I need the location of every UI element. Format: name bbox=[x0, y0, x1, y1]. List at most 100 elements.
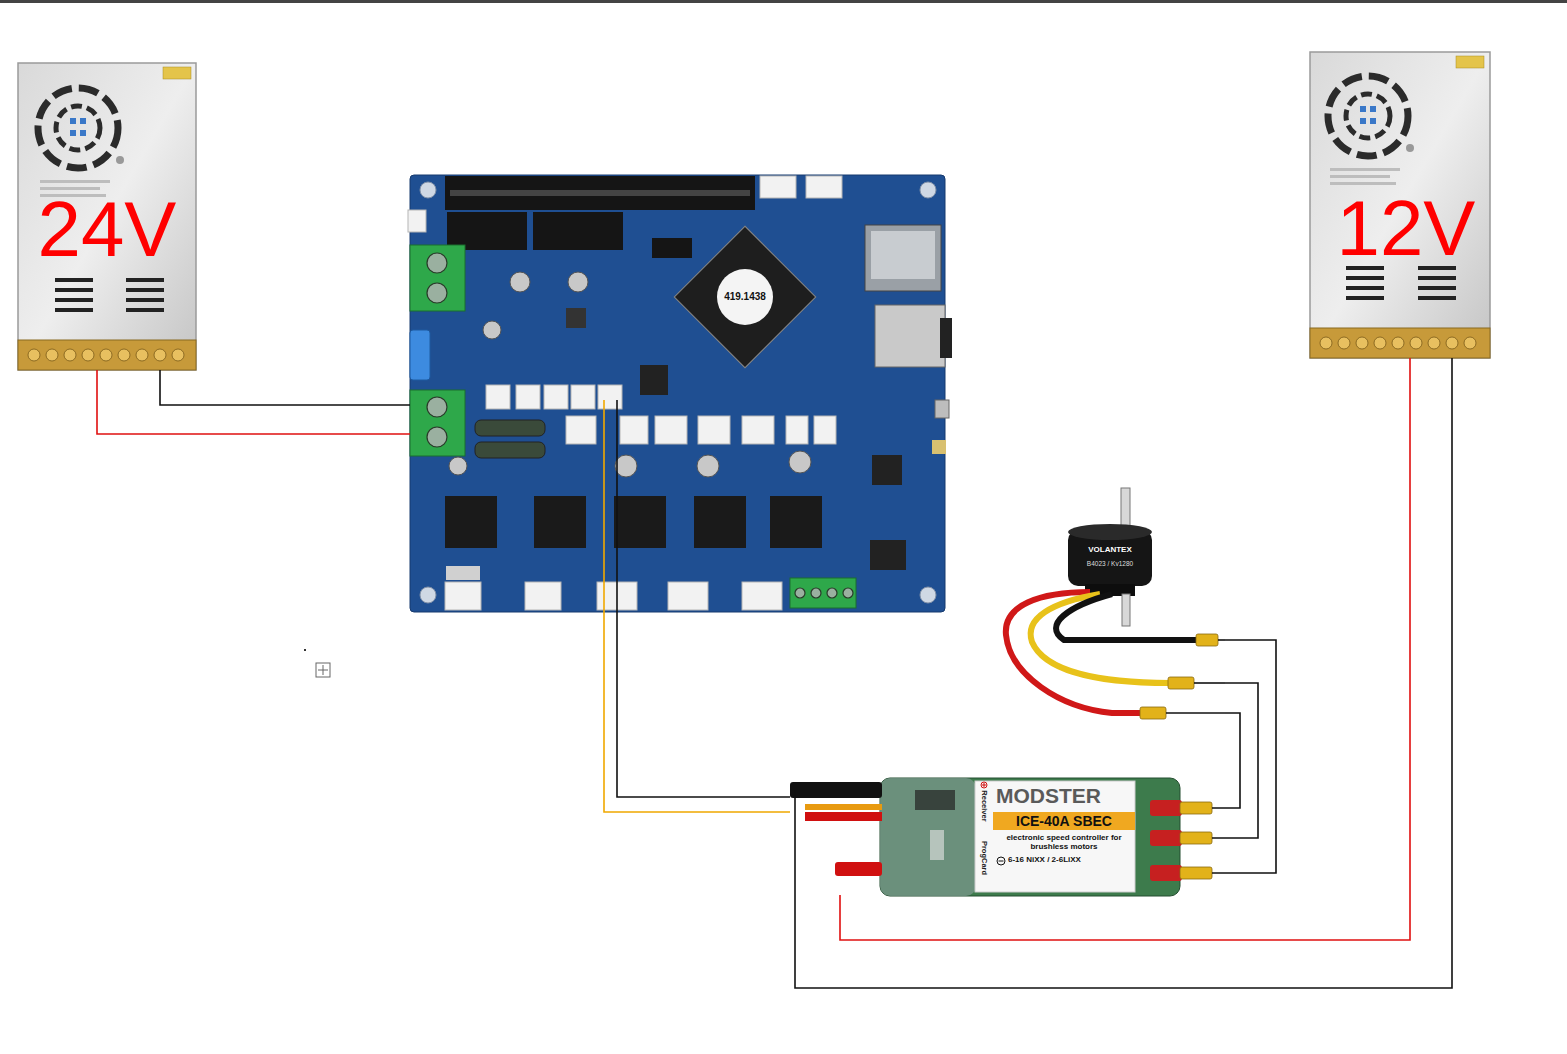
power-supply-24v bbox=[100, 349, 112, 361]
controller-board bbox=[614, 496, 666, 548]
controller-board bbox=[410, 330, 430, 380]
speed-controller bbox=[1150, 800, 1182, 881]
power-supply-24v bbox=[126, 288, 164, 292]
speed-controller bbox=[999, 861, 1004, 862]
power-supply-24v bbox=[126, 308, 164, 312]
controller-board bbox=[694, 496, 746, 548]
speed-controller: MODSTERICE-40A SBECelectronic speed cont… bbox=[790, 775, 1212, 895]
controller-board bbox=[940, 318, 952, 358]
speed-controller bbox=[1150, 800, 1182, 816]
power-supply-24v bbox=[80, 130, 86, 136]
controller-board bbox=[408, 175, 952, 612]
power-supply-12v bbox=[1338, 337, 1350, 349]
power-supply-12v bbox=[1374, 337, 1386, 349]
power-supply-12v bbox=[1410, 337, 1422, 349]
brushless-motor bbox=[1140, 707, 1166, 719]
controller-board bbox=[640, 365, 668, 395]
controller-board bbox=[408, 176, 842, 610]
power-supply: 24V bbox=[18, 63, 196, 370]
power-supply-24v bbox=[70, 130, 76, 136]
chip-label: 419.1438 bbox=[724, 292, 766, 302]
power-supply-12v bbox=[1320, 337, 1332, 349]
controller-board bbox=[843, 588, 853, 598]
brushless-motor bbox=[1056, 594, 1200, 640]
power-supply-24v bbox=[55, 308, 93, 312]
brand-label: MODSTER bbox=[996, 785, 1101, 806]
power-supply-12v bbox=[1360, 106, 1366, 112]
power-supply-24v bbox=[55, 298, 93, 302]
power-supply-24v bbox=[136, 349, 148, 361]
wire bbox=[604, 612, 790, 812]
brushless-motor bbox=[1218, 639, 1225, 641]
brushless-motor bbox=[1196, 634, 1218, 646]
controller-board bbox=[566, 416, 596, 444]
power-supply-24v bbox=[80, 118, 86, 124]
stray-mark bbox=[304, 649, 306, 651]
power-supply-24v bbox=[18, 63, 196, 370]
speed-controller bbox=[805, 812, 882, 821]
controller-board bbox=[598, 385, 622, 409]
speed-controller bbox=[794, 790, 796, 895]
brushless-motor bbox=[1006, 488, 1225, 719]
controller-board bbox=[620, 416, 648, 444]
power-supply-12v bbox=[1406, 144, 1414, 152]
controller-board bbox=[486, 385, 510, 409]
controller-board bbox=[475, 442, 545, 458]
controller-board bbox=[786, 416, 808, 444]
power-supply-24v bbox=[28, 349, 40, 361]
wire bbox=[97, 370, 410, 434]
controller-board bbox=[571, 385, 595, 409]
power-supply-12v bbox=[1346, 266, 1456, 300]
controller-board bbox=[655, 416, 687, 444]
controller-board bbox=[920, 587, 936, 603]
power-supply-12v bbox=[1310, 52, 1490, 358]
controller-board bbox=[920, 182, 936, 198]
controller-board bbox=[447, 212, 527, 250]
speed-controller bbox=[835, 862, 882, 876]
controller-board bbox=[446, 566, 480, 580]
controller-board bbox=[742, 416, 774, 444]
brushless-motor: VOLANTEXB4023 / Kv1280 bbox=[1000, 488, 1225, 723]
controller-board bbox=[760, 176, 796, 198]
power-supply-12v bbox=[1356, 337, 1368, 349]
power-supply-24v bbox=[18, 63, 196, 370]
power-supply-12v bbox=[1360, 118, 1366, 124]
controller-board bbox=[525, 582, 561, 610]
wire bbox=[795, 358, 1452, 988]
brushless-motor bbox=[1194, 682, 1225, 684]
brushless-motor bbox=[1122, 594, 1130, 626]
controller-board bbox=[652, 238, 692, 258]
brushless-motor bbox=[1166, 640, 1225, 713]
power-supply-24v bbox=[55, 288, 93, 292]
power-supply-24v bbox=[70, 118, 76, 124]
speed-controller bbox=[1180, 802, 1212, 814]
power-supply-24v bbox=[56, 106, 100, 150]
controller-board bbox=[445, 582, 481, 610]
power-supply-12v bbox=[1346, 94, 1390, 138]
port-label: ProgCard bbox=[980, 841, 988, 875]
controller-board bbox=[410, 175, 945, 612]
power-supply-12v bbox=[1346, 286, 1384, 290]
wire bbox=[617, 612, 790, 797]
controller-board bbox=[717, 269, 773, 325]
controller-board bbox=[790, 578, 856, 608]
controller-board bbox=[410, 245, 465, 311]
speed-controller bbox=[930, 830, 944, 860]
speed-controller bbox=[790, 778, 1212, 896]
wire bbox=[1212, 683, 1258, 838]
speed-controller bbox=[1180, 832, 1212, 844]
power-supply-24v bbox=[154, 349, 166, 361]
power-supply-12v bbox=[1418, 286, 1456, 290]
power-supply-24v bbox=[163, 67, 191, 79]
controller-board bbox=[420, 182, 936, 603]
controller-board bbox=[534, 496, 586, 548]
speed-controller bbox=[1180, 867, 1212, 879]
controller-board bbox=[615, 455, 637, 477]
power-supply-24v bbox=[126, 278, 164, 282]
controller-board bbox=[742, 582, 782, 610]
wire-end bbox=[603, 400, 605, 612]
controller-board bbox=[516, 385, 540, 409]
controller-board bbox=[872, 455, 902, 485]
controller-board bbox=[674, 226, 815, 367]
